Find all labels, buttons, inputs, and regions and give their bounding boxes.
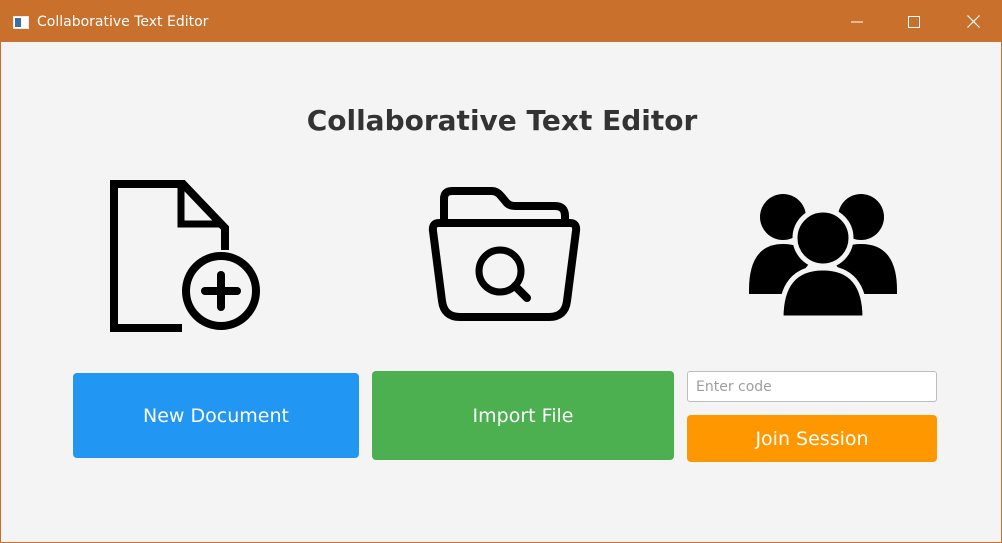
folder-search-icon <box>427 187 582 322</box>
title-bar[interactable]: Collaborative Text Editor <box>1 1 1001 42</box>
users-group-icon <box>745 188 901 320</box>
session-code-input[interactable] <box>687 371 937 402</box>
page-title: Collaborative Text Editor <box>306 104 698 137</box>
minimize-button[interactable] <box>834 1 880 42</box>
minimize-icon <box>851 21 863 22</box>
window-title: Collaborative Text Editor <box>37 14 209 30</box>
app-icon <box>13 16 29 29</box>
main-content: Collaborative Text Editor <box>1 42 1001 542</box>
maximize-icon <box>908 15 920 28</box>
join-session-button[interactable]: Join Session <box>687 415 937 462</box>
new-document-icon <box>107 178 267 333</box>
close-icon <box>966 15 980 28</box>
maximize-button[interactable] <box>891 1 937 42</box>
close-button[interactable] <box>950 1 996 42</box>
new-document-button[interactable]: New Document <box>73 373 359 458</box>
import-file-button[interactable]: Import File <box>372 371 674 460</box>
